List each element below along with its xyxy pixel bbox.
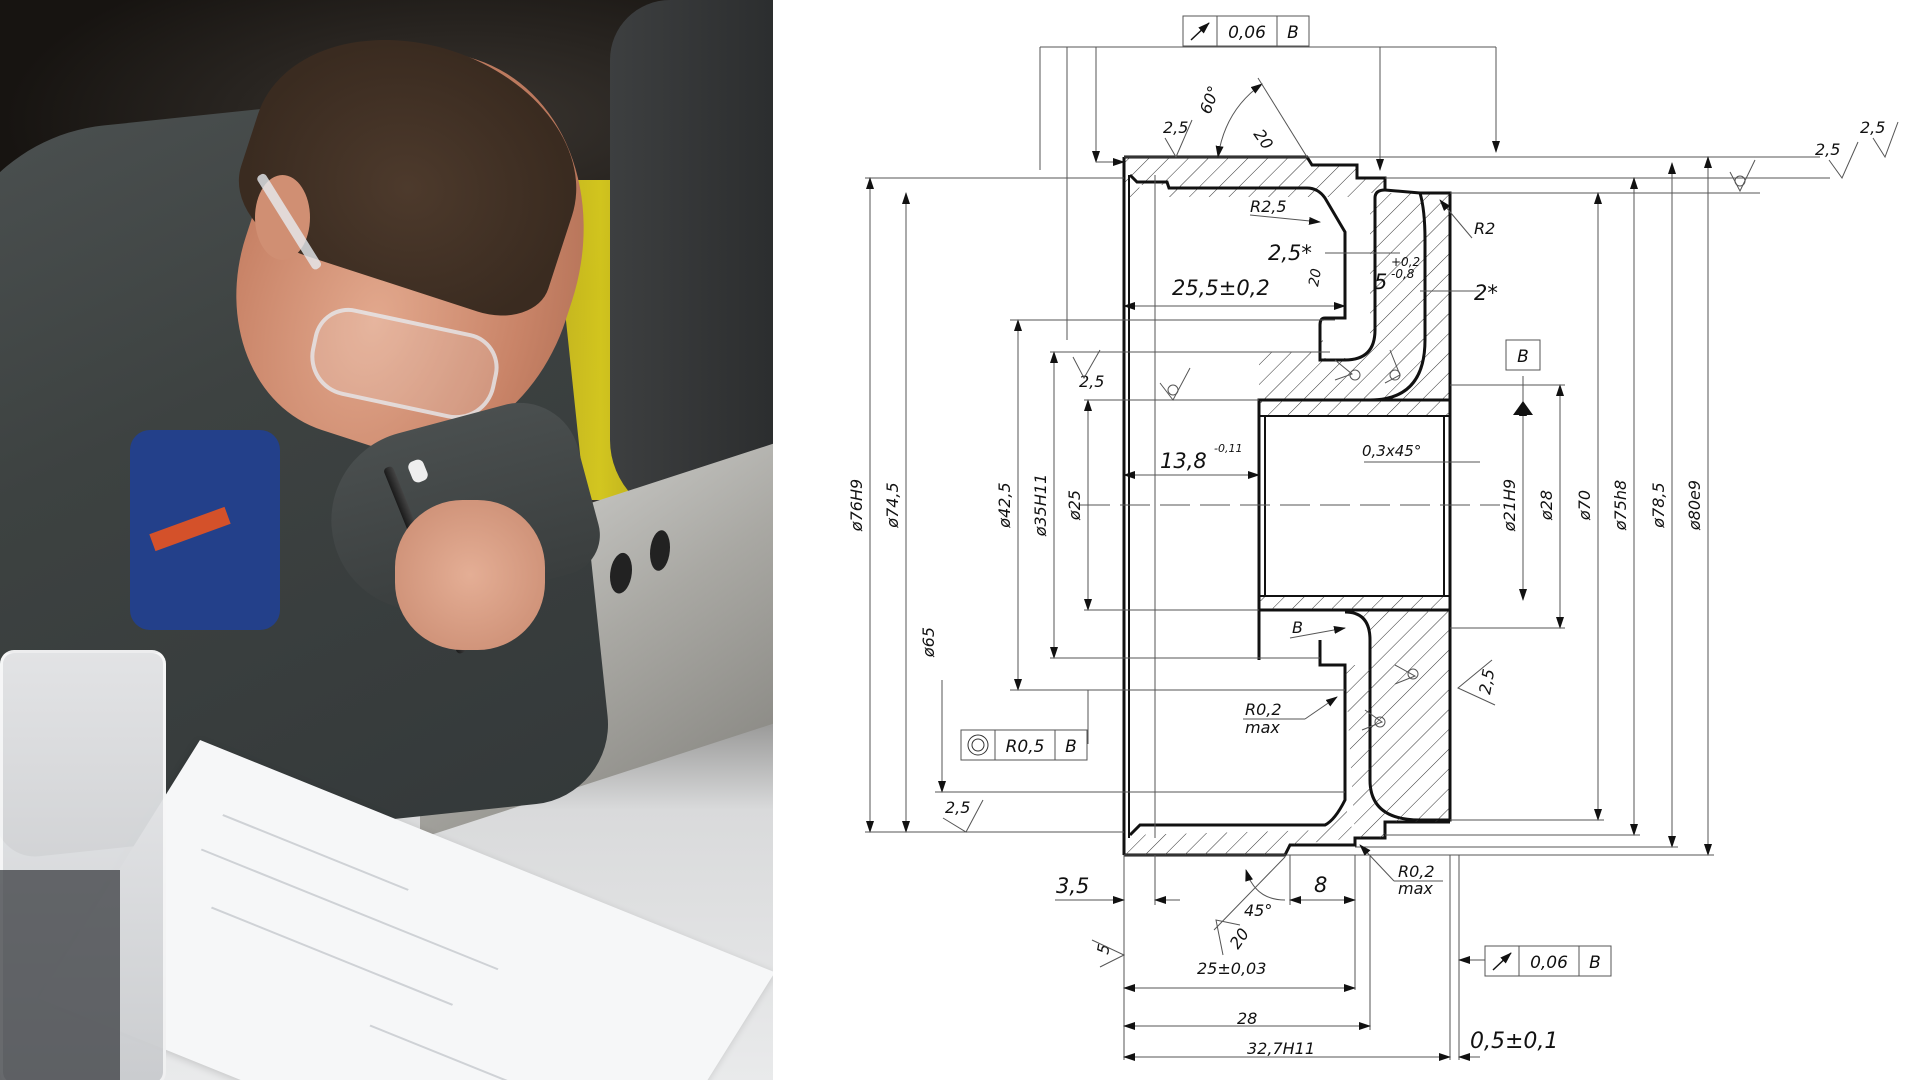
datum-b-leader-label: B [1292,618,1303,637]
dim-13-8-tol: -0,11 [1214,442,1242,455]
roughness-top-left: 2,5 [1163,118,1188,137]
concentricity-icon [967,734,989,756]
roughness-top-right-1: 2,5 [1815,140,1840,159]
dia-80e9: ø80e9 [1685,480,1704,531]
dia-42-5: ø42,5 [995,482,1014,528]
dia-25: ø25 [1065,490,1084,521]
dim-0-5: 0,5±0,1 [1470,1029,1558,1054]
datum-triangle [1513,401,1533,415]
machined-surface-symbol [1729,159,1756,193]
bottom-frame-datum: B [1589,953,1601,973]
dia-65: ø65 [919,627,938,658]
dim-5: 5 [1374,270,1387,294]
dim-2-star: 2* [1474,281,1498,305]
roughness-symbol [1164,119,1193,159]
drawing-canvas: 0,06 B 0,06 B R0,5 B B 2,5 60° 20 2,5 2,… [847,15,1899,1061]
roughness-left-mid: 2,5 [1079,372,1104,391]
radius-r0-2-bottom: R0,2 [1398,862,1435,881]
bottom-frame-value: 0,06 [1530,953,1568,973]
worker-hand [395,500,545,650]
concentricity-frame: R0,5 B [960,729,1088,761]
dim-5-tol-lower: -0,8 [1391,267,1415,281]
dim-25: 25±0,03 [1197,959,1266,978]
chamfer-0-3x45: 0,3x45° [1362,442,1421,460]
runout-icon [1190,22,1210,41]
top-frame-datum: B [1287,23,1299,43]
paper-text-line [222,814,409,891]
roughness-20-bottom: 20 [1226,925,1253,953]
bottom-runout-frame: 0,06 B [1484,945,1612,977]
top-frame-value: 0,06 [1228,23,1266,43]
dim-28: 28 [1237,1009,1257,1028]
datum-box: B [1505,339,1541,371]
radius-r2: R2 [1474,219,1495,238]
concentricity-value: R0,5 [1006,737,1045,757]
dia-21h9: ø21H9 [1500,479,1519,532]
dia-76h9: ø76H9 [847,479,866,532]
dia-74-5: ø74,5 [883,482,902,528]
radius-r0-2-bottom-max: max [1398,879,1433,898]
dia-35h11: ø35H11 [1031,474,1050,538]
concentricity-datum: B [1065,737,1077,757]
dim-25-5: 25,5±0,2 [1172,276,1270,300]
rivet-hole [650,527,670,574]
runout-icon [1492,952,1512,971]
dia-75h8: ø75h8 [1611,480,1630,531]
roughness-bottom-face: 5 [1093,942,1113,955]
svg-text:B: B [1517,347,1529,367]
angle-60: 60° [1196,83,1224,116]
radius-r0-2-mid: R0,2 [1245,700,1282,719]
radius-r2-5: R2,5 [1250,197,1287,216]
dia-28: ø28 [1537,490,1556,521]
dia-78-5: ø78,5 [1649,482,1668,528]
dim-32-7: 32,7H11 [1247,1039,1315,1058]
dimension-lines [865,46,1830,1061]
dim-8: 8 [1314,873,1327,897]
radius-r0-2-mid-max: max [1245,718,1280,737]
technical-drawing: 0,06 B 0,06 B R0,5 B B 2,5 60° 20 2,5 2,… [773,0,1920,1080]
paper-text-line [369,1024,575,1080]
dim-3-5: 3,5 [1056,874,1089,898]
dim-2-5-star: 2,5* [1268,241,1312,265]
dim-13-8: 13,8 [1160,449,1207,473]
roughness-left-bottom: 2,5 [945,798,970,817]
roughness-20-mid: 20 [1306,267,1325,287]
paper-text-line [210,906,454,1006]
second-person-shoulder [610,0,773,520]
dim-5-tol-upper: +0,2 [1391,255,1420,269]
worker-photo [0,0,773,1080]
machined-surface-symbol [1159,367,1191,401]
chamfer-roughness-20: 20 [1250,125,1277,153]
roughness-right-face: 2,5 [1475,667,1498,695]
rivet-hole [610,549,632,597]
dia-70: ø70 [1575,490,1594,521]
roughness-top-right-2: 2,5 [1860,118,1885,137]
angle-45: 45° [1244,901,1272,920]
top-runout-frame: 0,06 B [1182,15,1310,47]
container-contents [0,870,120,1080]
